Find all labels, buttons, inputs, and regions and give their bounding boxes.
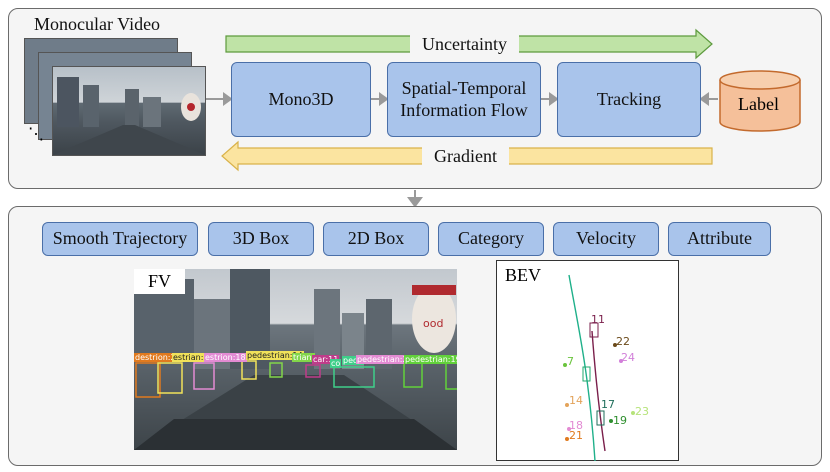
stif-label-line1: Spatial-Temporal — [401, 77, 527, 98]
tracking-label: Tracking — [596, 88, 662, 109]
bev-id: 22 — [616, 335, 630, 348]
fv-tag: pedestrian:14 — [246, 351, 304, 360]
bev-plot — [563, 274, 635, 462]
video-frame-scene — [53, 77, 205, 155]
fv-tag: pede — [342, 356, 364, 365]
bev-view: BEV 11 22 24 7 14 17 23 19 18 21 — [496, 260, 679, 462]
fv-sign-text: ood — [423, 317, 443, 330]
video-frame-front — [52, 66, 206, 156]
bev-id: 7 — [567, 355, 574, 368]
bev-id: 19 — [613, 414, 627, 427]
bev-id: 11 — [591, 313, 605, 326]
output-label: Velocity — [576, 228, 636, 249]
fv-tag: estrian:20 — [172, 353, 215, 362]
output-label: 2D Box — [347, 228, 405, 249]
fv-tag: co — [330, 359, 342, 368]
label-cylinder-icon — [719, 70, 801, 132]
bev-title: BEV — [505, 265, 541, 285]
bev-id: 18 — [569, 419, 583, 432]
fv-tag: car:11 — [312, 355, 340, 364]
output-velocity: Velocity — [553, 222, 659, 256]
output-label: Attribute — [687, 228, 752, 249]
fv-view: ood FV destrion:21 estrian:20 estrion:18… — [134, 269, 457, 450]
uncertainty-label: Uncertainty — [410, 34, 519, 55]
fv-tag: pedestrian:24 — [356, 355, 414, 364]
label-text: Label — [738, 94, 779, 114]
video-ellipsis: ⋱ — [28, 126, 44, 143]
output-label: Smooth Trajectory — [52, 228, 188, 249]
bev-id: 23 — [635, 405, 649, 418]
stif-label-line2: Information Flow — [400, 99, 528, 120]
output-smooth-trajectory: Smooth Trajectory — [42, 222, 198, 256]
output-2d-box: 2D Box — [323, 222, 429, 256]
bev-id: 24 — [621, 351, 635, 364]
fv-tag: pedestrian:19 — [404, 355, 457, 364]
tracking-box: Tracking — [557, 62, 701, 137]
gradient-label: Gradient — [422, 146, 509, 167]
fv-title: FV — [134, 269, 186, 294]
output-label: 3D Box — [232, 228, 290, 249]
bev-id: 14 — [569, 394, 583, 407]
mono3d-box: Mono3D — [231, 62, 371, 137]
bev-id: 21 — [569, 429, 583, 442]
output-label: Category — [458, 228, 524, 249]
output-attribute: Attribute — [668, 222, 771, 256]
fv-tag: destrion:21 — [134, 353, 182, 362]
output-category: Category — [438, 222, 544, 256]
fv-tag: trian: — [292, 353, 316, 362]
fv-tag: estrion:18 — [204, 353, 247, 362]
stif-box: Spatial-Temporal Information Flow — [387, 62, 541, 137]
output-3d-box: 3D Box — [208, 222, 314, 256]
mono3d-label: Mono3D — [268, 88, 334, 109]
video-label: Monocular Video — [34, 14, 161, 34]
bev-id: 17 — [601, 398, 615, 411]
